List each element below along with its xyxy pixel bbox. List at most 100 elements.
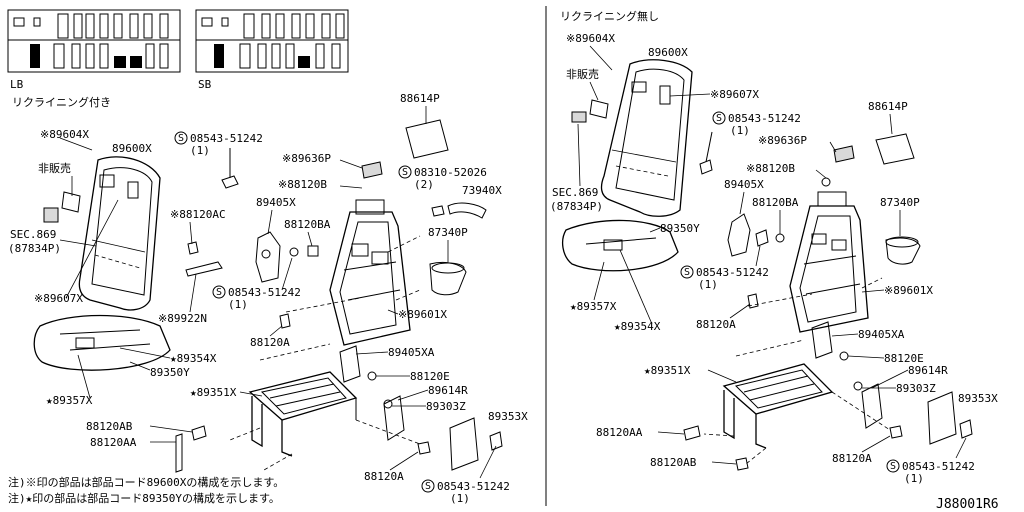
right-label-89354x: ★89354X — [614, 320, 661, 333]
right-seat-frame — [722, 363, 834, 449]
right-label-89405xa: 89405XA — [858, 328, 905, 341]
right-label-08543-top-qty: (1) — [730, 124, 750, 137]
right-label-88120e: 88120E — [884, 352, 924, 365]
svg-text:S: S — [890, 461, 896, 472]
left-headrest-clip — [43, 191, 81, 223]
right-label-88120aa: 88120AA — [596, 426, 643, 439]
right-label-89614r: 89614R — [908, 364, 948, 377]
right-label-88120ba: 88120BA — [752, 196, 799, 209]
left-label-08310-qty: (2) — [414, 178, 434, 191]
right-label-89601x: ※89601X — [884, 284, 933, 297]
right-recliner-bracket — [727, 213, 751, 257]
svg-text:S: S — [684, 267, 690, 278]
left-label-88120aa: 88120AA — [90, 436, 137, 449]
left-label-88120b: ※88120B — [278, 178, 327, 191]
left-label-89405xa: 89405XA — [388, 346, 435, 359]
right-label-89405x: 89405X — [724, 178, 764, 191]
layout-icon-lb — [7, 9, 181, 73]
note-line-2: 注)★印の部品は部品コード89350Yの構成を示します。 — [8, 491, 280, 505]
right-label-08543-top: 08543-51242 — [728, 112, 801, 125]
left-label-89351x: ★89351X — [190, 386, 237, 399]
left-bolts — [185, 148, 445, 329]
left-label-08310: 08310-52026 — [414, 166, 487, 179]
left-cup-holder — [429, 261, 467, 296]
layout-code-lb: LB — [10, 78, 24, 91]
right-label-89636p: ※89636P — [758, 134, 807, 147]
right-label-not-for-sale: 非販売 — [566, 68, 599, 81]
left-label-89636p: ※89636P — [282, 152, 331, 165]
note-line-1: 注)※印の部品は部品コード89600Xの構成を示します。 — [8, 475, 284, 489]
left-label-89600x: 89600X — [112, 142, 152, 155]
left-label-89354x: ★89354X — [170, 352, 217, 365]
left-label-87340p: 87340P — [428, 226, 468, 239]
right-label-08543-mid: 08543-51242 — [696, 266, 769, 279]
svg-text:S: S — [216, 287, 222, 298]
left-seatback-cover — [78, 156, 161, 311]
left-label-88120a-2: 88120A — [364, 470, 404, 483]
layout-icon-sb — [195, 9, 349, 73]
left-label-08543-mid-qty: (1) — [228, 298, 248, 311]
svg-text:S: S — [402, 167, 408, 178]
left-label-88120a-1: 88120A — [250, 336, 290, 349]
right-headrest-clip — [571, 99, 609, 123]
left-label-88120ba: 88120BA — [284, 218, 331, 231]
right-label-88614p: 88614P — [868, 100, 908, 113]
right-label-89604x: ※89604X — [566, 32, 615, 45]
left-label-88120ac: ※88120AC — [170, 208, 226, 221]
left-latch-73940x — [447, 202, 487, 219]
right-label-88120a-2: 88120A — [832, 452, 872, 465]
svg-text:S: S — [178, 133, 184, 144]
right-label-08543-bot-qty: (1) — [904, 472, 924, 485]
right-label-89303z: 89303Z — [896, 382, 936, 395]
left-label-89604x: ※89604X — [40, 128, 89, 141]
left-label-89601x: ※89601X — [398, 308, 447, 321]
left-label-89614r: 89614R — [428, 384, 468, 397]
left-label-sec869: SEC.869 — [10, 228, 56, 241]
right-label-08543-mid-qty: (1) — [698, 278, 718, 291]
left-seat-cushion — [33, 314, 171, 371]
left-seatback-frame — [329, 211, 411, 346]
right-seat-cushion — [561, 219, 679, 272]
right-cup-holder — [885, 236, 921, 265]
left-label-89350y: 89350Y — [150, 366, 190, 379]
right-label-89600x: 89600X — [648, 46, 688, 59]
left-side-covers — [175, 345, 503, 473]
right-label-08543-bot: 08543-51242 — [902, 460, 975, 473]
right-label-89351x: ★89351X — [644, 364, 691, 377]
left-label-08543-bot-qty: (1) — [450, 492, 470, 505]
left-label-89405x: 89405X — [256, 196, 296, 209]
left-label-89922n: ※89922N — [158, 312, 207, 325]
right-label-sec869: SEC.869 — [552, 186, 598, 199]
right-label-88120b: ※88120B — [746, 162, 795, 175]
left-label-89607x: ※89607X — [34, 292, 83, 305]
left-seat-frame — [248, 371, 358, 457]
right-label-89607x: ※89607X — [710, 88, 759, 101]
right-label-87340p: 87340P — [880, 196, 920, 209]
right-seatback-cover — [600, 59, 693, 217]
right-panel-title: リクライニング無し — [560, 9, 659, 23]
left-label-89353x: 89353X — [488, 410, 528, 423]
diagram-code: J88001R6 — [936, 497, 999, 512]
left-label-88614p: 88614P — [400, 92, 440, 105]
left-label-08543-bot: 08543-51242 — [437, 480, 510, 493]
right-label-87834p: (87834P) — [550, 200, 603, 213]
layout-code-sb: SB — [198, 78, 212, 91]
left-label-08543-top-qty: (1) — [190, 144, 210, 157]
right-label-88120ab: 88120AB — [650, 456, 697, 469]
right-bolts — [699, 131, 831, 309]
left-pad-88614p — [405, 119, 449, 159]
right-label-89357x: ★89357X — [570, 300, 617, 313]
svg-text:S: S — [716, 113, 722, 124]
left-label-73940x: 73940X — [462, 184, 502, 197]
right-headrest-guide — [817, 145, 855, 207]
left-recliner-bracket — [255, 231, 281, 283]
right-label-89353x: 89353X — [958, 392, 998, 405]
right-label-88120a-1: 88120A — [696, 318, 736, 331]
left-label-not-for-sale: 非販売 — [38, 162, 71, 175]
left-label-08543-top: 08543-51242 — [190, 132, 263, 145]
left-label-89357x: ★89357X — [46, 394, 93, 407]
right-side-covers — [683, 321, 973, 471]
left-panel-title: リクライニング付き — [12, 95, 111, 109]
left-label-88120ab: 88120AB — [86, 420, 133, 433]
